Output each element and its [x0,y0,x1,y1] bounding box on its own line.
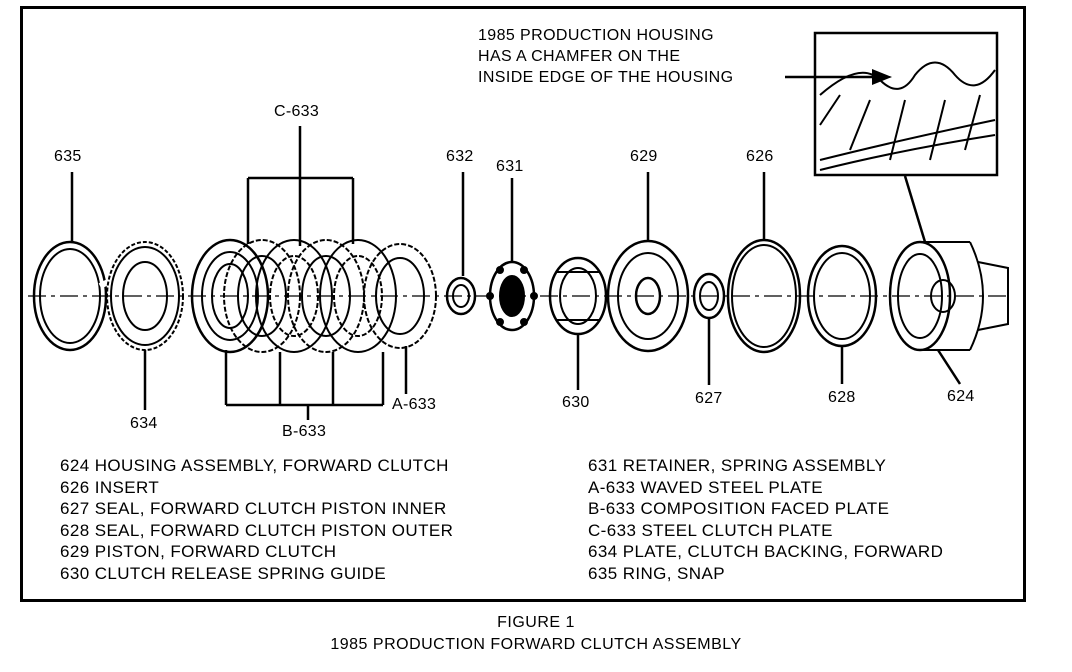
diagram-frame [20,6,1026,602]
legend-item: 628 SEAL, FORWARD CLUTCH PISTON OUTER [60,520,454,540]
figure-number: FIGURE 1 [497,614,575,631]
callout-b633: B-633 [282,423,327,440]
part-630-spring-guide [548,256,608,336]
part-632-ring [445,276,477,316]
callout-628: 628 [828,389,856,406]
figure-title: 1985 PRODUCTION FORWARD CLUTCH ASSEMBLY [330,636,742,653]
note-line: 1985 PRODUCTION HOUSING [478,27,714,44]
legend-item: 634 PLATE, CLUTCH BACKING, FORWARD [588,542,944,561]
legend-right: 631 RETAINER, SPRING ASSEMBLY A-633 WAVE… [588,455,943,584]
leader-detail [903,175,927,243]
part-633-clutch-pack [190,238,437,354]
legend-item: 629 PISTON, FORWARD CLUTCH [60,542,337,561]
callout-627: 627 [695,390,723,407]
callout-634: 634 [130,415,158,432]
callout-624: 624 [947,388,975,405]
callout-629: 629 [630,148,658,165]
note-arrowhead [872,69,892,85]
legend-item: 630 CLUTCH RELEASE SPRING GUIDE [60,563,387,583]
callout-631: 631 [496,158,524,175]
legend-item: 635 RING, SNAP [588,563,725,583]
legend-left: 624 HOUSING ASSEMBLY, FORWARD CLUTCH 626… [60,455,453,584]
callout-632: 632 [446,148,474,165]
legend-item: C-633 STEEL CLUTCH PLATE [588,520,833,540]
legend-item: 626 INSERT [60,477,160,497]
housing-chamfer-note: 1985 PRODUCTION HOUSING HAS A CHAMFER ON… [478,25,733,88]
callout-c633: C-633 [274,103,320,120]
callout-630: 630 [562,394,590,411]
legend-item: 624 HOUSING ASSEMBLY, FORWARD CLUTCH [60,456,449,475]
bracket-c633 [246,126,355,246]
legend-item: A-633 WAVED STEEL PLATE [588,477,824,497]
callout-635: 635 [54,148,82,165]
bracket-b633 [224,350,385,420]
callout-a633: A-633 [392,396,437,413]
leader-624 [936,349,962,385]
part-631-retainer [486,260,538,332]
part-624-housing [888,240,1009,352]
legend-item: 627 SEAL, FORWARD CLUTCH PISTON INNER [60,499,447,518]
note-line: INSIDE EDGE OF THE HOUSING [478,69,734,86]
note-line: HAS A CHAMFER ON THE [478,48,681,65]
legend-item: B-633 COMPOSITION FACED PLATE [588,499,890,518]
callout-626: 626 [746,148,774,165]
legend-item: 631 RETAINER, SPRING ASSEMBLY [588,456,887,475]
detail-inset [813,31,999,177]
